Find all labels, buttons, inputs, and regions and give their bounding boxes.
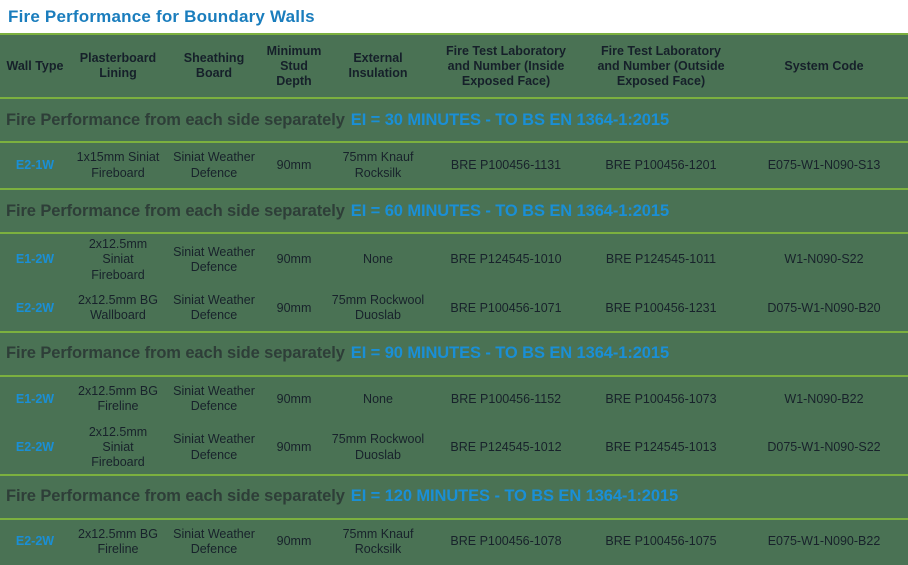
cell-external-insulation: None bbox=[363, 391, 393, 406]
cell-external-insulation: None bbox=[363, 252, 393, 267]
cell-fire-test-outside: BRE P100456-1231 bbox=[605, 300, 717, 315]
cell-fire-test-outside: BRE P124545-1013 bbox=[605, 440, 717, 454]
cell-system-code: D075-W1-N090-B20 bbox=[767, 300, 881, 315]
section-banner-lead-2: Fire Performance from each side separate… bbox=[6, 344, 345, 363]
cell-fire-test-outside: BRE P100456-1073 bbox=[605, 391, 717, 406]
cell-system-code: D075-W1-N090-S22 bbox=[767, 440, 881, 454]
cell-fire-test-outside: BRE P100456-1201 bbox=[605, 157, 717, 172]
cell-wall-type: E2-2W bbox=[15, 534, 55, 549]
cell-system-code: W1-N090-B22 bbox=[784, 391, 864, 406]
cell-system-code: W1-N090-S22 bbox=[784, 252, 864, 267]
cell-fire-test-inside: BRE P124545-1010 bbox=[450, 252, 562, 267]
section-banner-lead-1: Fire Performance from each side separate… bbox=[6, 201, 345, 220]
section-banner-3: Fire Performance from each side separate… bbox=[0, 475, 908, 518]
cell-wall-type: E2-1W bbox=[15, 157, 55, 172]
section-divider-bottom-1 bbox=[0, 232, 908, 234]
cell-fire-test-outside: BRE P124545-1011 bbox=[605, 252, 717, 267]
cell-minimum-stud-depth: 90mm bbox=[276, 534, 312, 549]
column-header-0: Wall Type bbox=[6, 58, 64, 73]
section-divider-top-1 bbox=[0, 188, 908, 190]
section-divider-top-2 bbox=[0, 330, 908, 333]
cell-fire-test-inside: BRE P100456-1078 bbox=[450, 534, 562, 549]
section-divider-bottom-2 bbox=[0, 374, 908, 377]
cell-minimum-stud-depth: 90mm bbox=[276, 300, 312, 315]
section-banner-rating-3: EI = 120 MINUTES - TO BS EN 1364-1:2015 bbox=[350, 487, 679, 505]
section-banner-rating-2: EI = 90 MINUTES - TO BS EN 1364-1:2015 bbox=[350, 344, 670, 363]
cell-fire-test-inside: BRE P100456-1071 bbox=[450, 300, 562, 315]
cell-wall-type: E1-2W bbox=[15, 391, 55, 406]
page-title-bar: Fire Performance for Boundary Walls bbox=[0, 0, 908, 33]
cell-fire-test-inside: BRE P100456-1152 bbox=[450, 391, 562, 406]
cell-fire-test-outside: BRE P100456-1075 bbox=[605, 534, 717, 549]
section-divider-top-0 bbox=[0, 97, 908, 99]
cell-fire-test-inside: BRE P100456-1131 bbox=[450, 157, 562, 172]
cell-system-code: E075-W1-N090-B22 bbox=[767, 534, 881, 549]
section-banner-1: Fire Performance from each side separate… bbox=[0, 190, 908, 232]
section-banner-rating-0: EI = 30 MINUTES - TO BS EN 1364-1:2015 bbox=[350, 110, 670, 129]
cell-wall-type: E2-2W bbox=[15, 440, 55, 454]
section-banner-rating-1: EI = 60 MINUTES - TO BS EN 1364-1:2015 bbox=[350, 201, 670, 220]
section-banner-lead-3: Fire Performance from each side separate… bbox=[6, 487, 345, 505]
cell-minimum-stud-depth: 90mm bbox=[276, 391, 312, 406]
column-header-7: System Code bbox=[784, 58, 864, 73]
page-title: Fire Performance for Boundary Walls bbox=[8, 7, 315, 26]
section-divider-top-3 bbox=[0, 473, 908, 476]
cell-minimum-stud-depth: 90mm bbox=[276, 252, 312, 267]
section-divider-bottom-0 bbox=[0, 141, 908, 143]
section-banner-0: Fire Performance from each side separate… bbox=[0, 99, 908, 141]
section-banner-lead-0: Fire Performance from each side separate… bbox=[6, 110, 345, 129]
title-divider bbox=[0, 33, 908, 35]
cell-system-code: E075-W1-N090-S13 bbox=[767, 157, 881, 172]
cell-wall-type: E1-2W bbox=[15, 252, 55, 267]
cell-minimum-stud-depth: 90mm bbox=[276, 440, 312, 454]
cell-wall-type: E2-2W bbox=[15, 300, 55, 315]
section-divider-bottom-3 bbox=[0, 517, 908, 520]
cell-fire-test-inside: BRE P124545-1012 bbox=[450, 440, 562, 454]
section-banner-2: Fire Performance from each side separate… bbox=[0, 332, 908, 375]
cell-minimum-stud-depth: 90mm bbox=[276, 157, 312, 172]
